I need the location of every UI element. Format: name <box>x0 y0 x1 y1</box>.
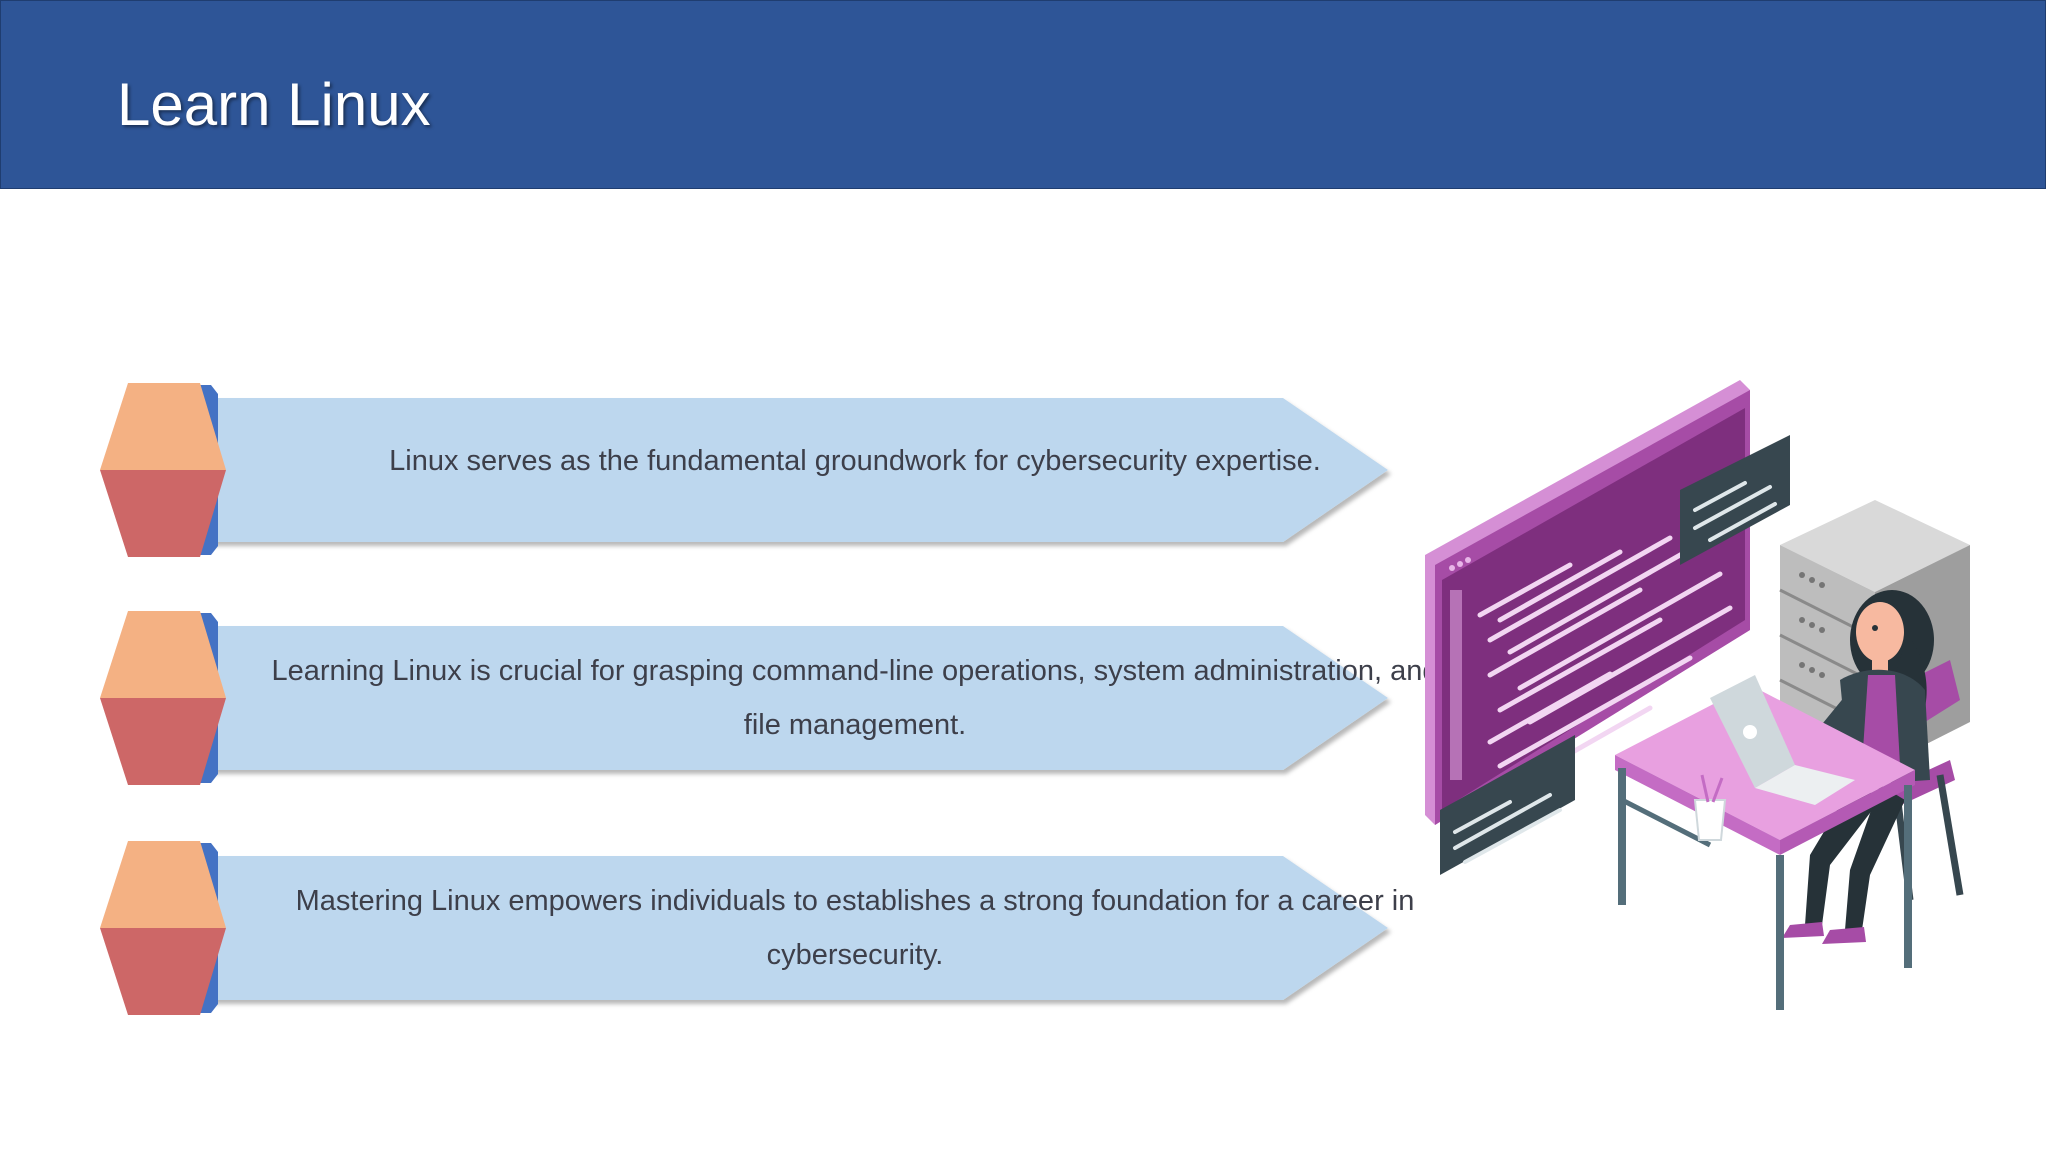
arrow-banner-2 <box>100 611 1388 785</box>
woman-coding-at-desk-illustration <box>1425 380 1970 1010</box>
point-text-1: Linux serves as the fundamental groundwo… <box>389 445 1321 477</box>
point-item-3: Mastering Linux empowers individuals to … <box>98 838 1414 1018</box>
slide-title: Learn Linux <box>117 71 431 138</box>
arrow-banner-1 <box>100 383 1388 557</box>
arrow-shape <box>193 856 1388 1000</box>
hex-badge-icon <box>100 611 226 785</box>
laptop-icon <box>1710 675 1855 805</box>
point-item-2: Learning Linux is crucial for grasping c… <box>98 608 1439 788</box>
hex-badge-icon <box>100 841 226 1015</box>
arrow-banner-3 <box>100 841 1388 1015</box>
woman-figure-icon <box>1782 590 1934 944</box>
point-item-1: Linux serves as the fundamental groundwo… <box>98 380 1398 560</box>
arrow-shape <box>193 626 1388 770</box>
arrow-shape <box>193 398 1388 542</box>
point-text-2: Learning Linux is crucial for grasping c… <box>271 655 1439 741</box>
point-text-3: Mastering Linux empowers individuals to … <box>295 885 1415 971</box>
code-monitor-icon <box>1425 380 1790 875</box>
title-bar: Learn Linux <box>0 0 2046 189</box>
pen-cup-icon <box>1693 774 1727 841</box>
hex-badge-icon <box>100 383 226 557</box>
